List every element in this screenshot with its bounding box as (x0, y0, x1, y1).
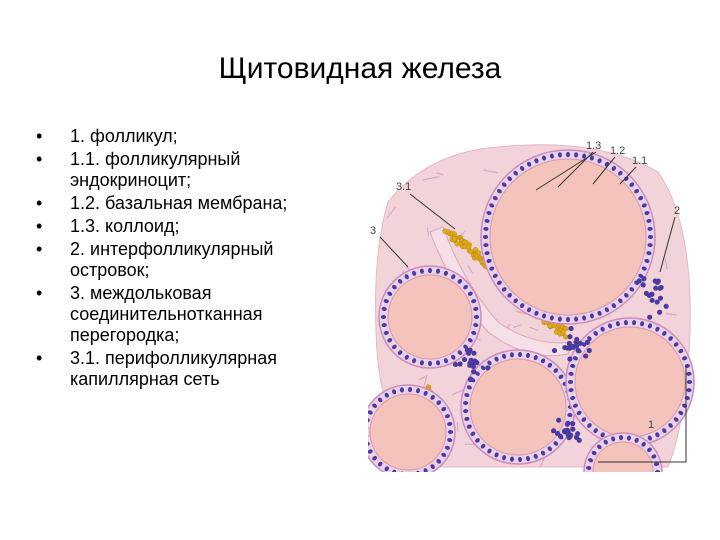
islet-nucleus (647, 315, 652, 320)
islet-nucleus (664, 304, 669, 309)
label-3-1: 3.1 (396, 181, 411, 193)
list-item-text: 1. фолликул; (70, 126, 178, 146)
bullet-dot: • (36, 239, 42, 260)
list-item: • 1.3. коллоид; (36, 216, 356, 237)
capillary-cell (561, 330, 566, 335)
list-item-text: 2. интерфолликулярный островок; (70, 239, 273, 280)
bullet-dot: • (36, 348, 42, 369)
legend-list: • 1. фолликул; • 1.1. фолликулярный эндокр… (36, 126, 356, 392)
islet-nucleus (556, 418, 561, 423)
islet-nucleus (565, 345, 570, 350)
label-3: 3 (370, 225, 376, 237)
capillary-cell (446, 229, 451, 234)
islet-nucleus (575, 431, 580, 436)
islet-nucleus (567, 334, 572, 339)
islet-nucleus (568, 433, 573, 438)
list-item-text: 3.1. перифолликулярная капиллярная сеть (70, 348, 277, 389)
list-item: • 1.1. фолликулярный эндокриноцит; (36, 149, 356, 191)
follicle-colloid (470, 359, 566, 455)
bullet-dot: • (36, 149, 42, 170)
islet-nucleus (567, 356, 572, 361)
label-2: 2 (674, 205, 680, 217)
islet-nucleus (453, 362, 458, 367)
bullet-dot: • (36, 193, 42, 214)
islet-nucleus (468, 377, 473, 382)
nucleus (687, 380, 692, 384)
list-item: • 1.2. базальная мембрана; (36, 193, 356, 214)
nucleus (448, 430, 453, 434)
nucleus (428, 361, 432, 366)
islet-nucleus (472, 358, 477, 363)
islet-nucleus (647, 293, 652, 298)
islet-nucleus (555, 431, 560, 436)
islet-nucleus (637, 278, 642, 283)
label-1: 1 (648, 419, 654, 431)
bullet-dot: • (36, 283, 42, 304)
list-item-text: 1.3. коллоид; (70, 216, 180, 236)
bullet-dot: • (36, 126, 42, 147)
islet-nucleus (587, 348, 592, 353)
nucleus (381, 315, 386, 319)
follicle-colloid (490, 159, 646, 315)
list-item: • 2. интерфолликулярный островок; (36, 239, 356, 281)
follicle-colloid (388, 275, 472, 359)
islet-nucleus (465, 348, 470, 353)
islet-nucleus (467, 361, 472, 366)
list-item-text: 1.1. фолликулярный эндокриноцит; (70, 149, 240, 190)
islet-nucleus (641, 282, 646, 287)
islet-nucleus (569, 326, 574, 331)
islet-nucleus (576, 348, 581, 353)
list-item-text: 3. междольковая соединительнотканная пер… (70, 283, 262, 345)
capillary-cell (468, 249, 473, 254)
fiber-strand (457, 423, 458, 431)
list-item: • 1. фолликул; (36, 126, 356, 147)
nucleus (648, 235, 653, 239)
islet-nucleus (650, 298, 655, 303)
islet-nucleus (485, 365, 490, 370)
capillary-cell (452, 236, 457, 241)
follicle-colloid (575, 327, 685, 437)
islet-nucleus (655, 299, 660, 304)
list-item-text: 1.2. базальная мембрана; (70, 193, 287, 213)
islet-nucleus (583, 353, 588, 358)
nucleus (483, 235, 488, 239)
islet-nucleus (657, 310, 662, 315)
nucleus (566, 317, 570, 322)
follicle-colloid (370, 394, 446, 470)
list-item: • 3. междольковая соединительнотканная пе… (36, 283, 356, 346)
islet-nucleus (641, 276, 646, 281)
slide-title: Щитовидная железа (0, 52, 720, 86)
islet-nucleus (471, 369, 476, 374)
nucleus (568, 380, 573, 384)
label-1-2: 1.2 (610, 145, 625, 157)
capillary-cell (552, 323, 557, 328)
islet-nucleus (570, 427, 575, 432)
label-1-3: 1.3 (586, 140, 601, 152)
islet-nucleus (585, 340, 590, 345)
islet-nucleus (570, 421, 575, 426)
islet-nucleus (565, 422, 570, 427)
islet-nucleus (574, 337, 579, 342)
list-item: • 3.1. перифолликулярная капиллярная сеть (36, 348, 356, 390)
nucleus (428, 268, 432, 273)
islet-nucleus (571, 344, 576, 349)
islet-nucleus (552, 348, 557, 353)
label-1-1: 1.1 (632, 155, 647, 167)
nucleus (474, 315, 479, 319)
islet-nucleus (653, 278, 658, 283)
islet-nucleus (458, 361, 463, 366)
islet-nucleus (565, 428, 570, 433)
bullet-dot: • (36, 216, 42, 237)
thyroid-histology-illustration: 1.3 1.2 1.1 3.1 3 2 1 (368, 132, 698, 472)
nucleus (566, 152, 570, 157)
islet-nucleus (462, 357, 467, 362)
capillary-cell (466, 244, 471, 249)
islet-nucleus (653, 286, 658, 291)
